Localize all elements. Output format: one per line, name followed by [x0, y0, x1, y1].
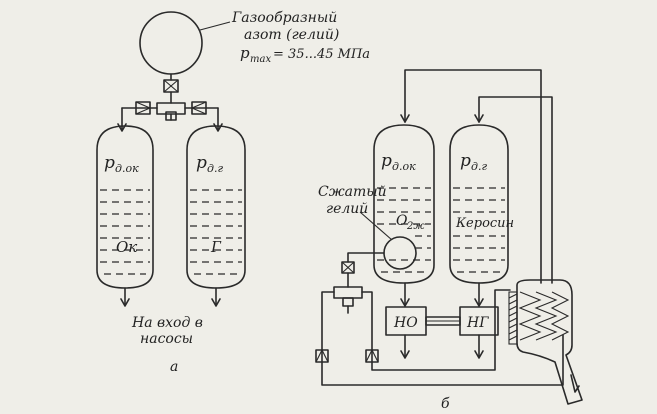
helium-return-loop [321, 291, 564, 386]
heat-exchanger [516, 279, 583, 405]
coil-1 [518, 291, 542, 341]
gas-bottle [139, 11, 203, 75]
tank-ox-b [373, 124, 435, 284]
tank-ox-a-pressure-sub: д.ок [115, 162, 139, 175]
outlet-label-line2: насосы [140, 331, 193, 347]
coil-3 [550, 291, 570, 341]
tank-fuel-a-pressure: p [196, 153, 207, 173]
tank-fuel-a-label: Г [210, 238, 222, 256]
coil-2 [534, 291, 558, 341]
tank-fuel-b-pressure-sub: д.г [471, 160, 487, 173]
tank-fuel-b-pressure: p [460, 151, 471, 171]
gas-pressure-symbol: p [240, 44, 250, 62]
tank-fuel-b [449, 124, 509, 284]
tank-ox-b-label: O [396, 213, 408, 229]
gas-pressure-value: = 35...45 МПа [273, 47, 370, 62]
tank-ox-a [96, 125, 154, 289]
tank-ox-a-label: Ок [116, 238, 137, 256]
tank-fuel-b-label: Керосин [455, 216, 514, 231]
tank-ox-b-pressure: p [381, 151, 392, 171]
caption-b: б [441, 396, 450, 412]
gas-label-line2: азот (гелий) [244, 27, 339, 43]
exhaust-arrow [570, 374, 580, 393]
gas-pressure-subscript: max [250, 54, 271, 65]
gas-line-fuel [478, 96, 553, 284]
gas-line-ox [404, 69, 542, 284]
gas-label-leader [199, 21, 231, 31]
helium-label-line2: гелий [326, 201, 368, 217]
tank-fuel-a [186, 125, 246, 289]
gas-label-line1: Газообразный [231, 10, 337, 26]
helium-regulator [333, 286, 363, 299]
left-schematic: Газообразный азот (гелий) p max = 35...4… [96, 10, 370, 375]
outlet-label-line1: На вход в [131, 315, 203, 331]
caption-a: а [170, 359, 178, 375]
helium-label-leader [359, 211, 393, 241]
tank-fuel-a-pressure-sub: д.г [207, 162, 223, 175]
tank-ox-b-pressure-sub: д.ок [392, 160, 416, 173]
pump-fuel-label: НГ [466, 315, 489, 331]
helium-inner-line [361, 289, 511, 371]
helium-feed-line [347, 252, 385, 263]
helium-label-line1: Сжатый [318, 184, 387, 200]
tank-ox-a-pressure: p [104, 153, 115, 173]
tank-ox-b-label-sub: 2ж [406, 221, 425, 232]
pump-ox-label: НО [393, 315, 418, 331]
right-schematic: Сжатый гелий p д.ок p д.г O 2ж Керосин Н… [315, 69, 583, 412]
helium-sphere [383, 236, 417, 270]
